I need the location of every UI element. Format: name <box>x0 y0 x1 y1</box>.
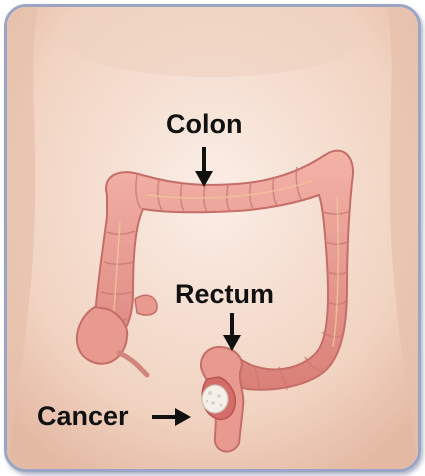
tumor <box>202 385 228 413</box>
colon-diagram: Colon Rectum Cancer <box>7 7 418 469</box>
colon-label: Colon <box>166 109 242 139</box>
cancer-label: Cancer <box>37 401 129 431</box>
diagram-frame: Colon Rectum Cancer <box>4 4 421 472</box>
rectum-label: Rectum <box>175 279 274 309</box>
